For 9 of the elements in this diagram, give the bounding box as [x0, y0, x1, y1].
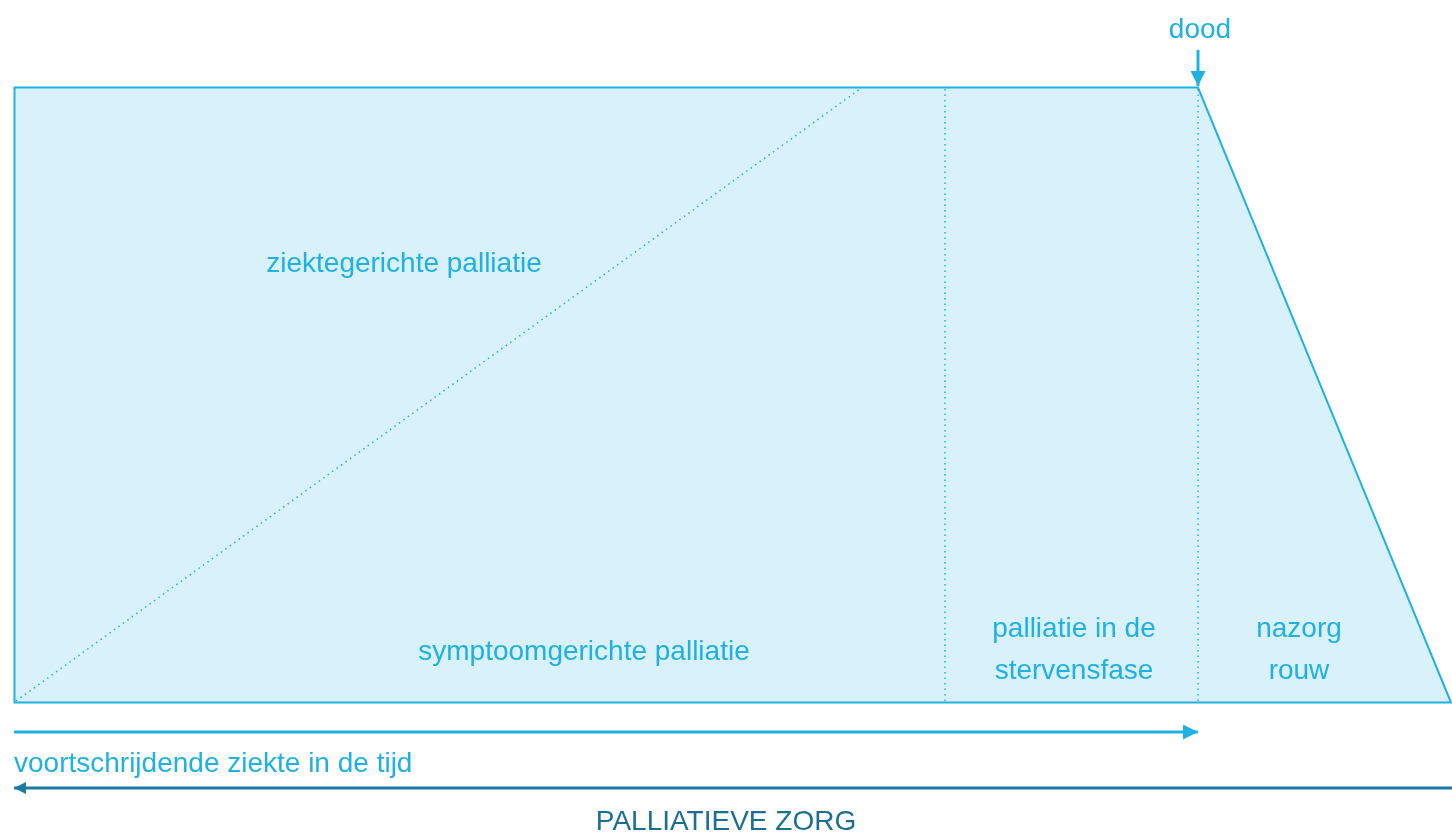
arrow: [1190, 50, 1206, 86]
phase-label: ziektegerichte palliatie: [265, 246, 543, 280]
event-label: dood: [1167, 12, 1233, 46]
phase-label: symptoomgerichte palliatie: [417, 634, 751, 668]
axis-label: voortschrijdende ziekte in de tijd: [14, 746, 414, 780]
phase-label: nazorg rouw: [1255, 611, 1343, 687]
footer-title: PALLIATIEVE ZORG: [594, 804, 858, 838]
phase-diagram: [14, 87, 1452, 703]
phase-label: palliatie in de stervensfase: [991, 611, 1157, 687]
